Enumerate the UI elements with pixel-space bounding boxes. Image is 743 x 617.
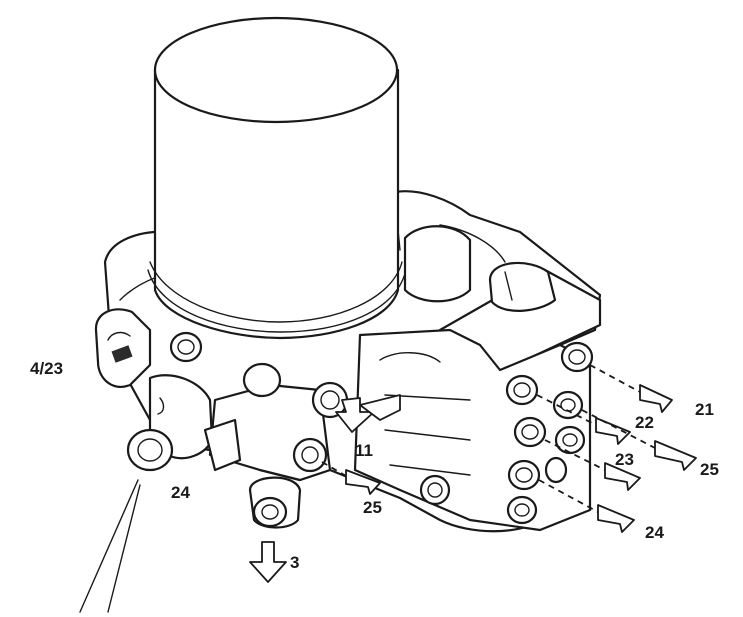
port-23-fitting (513, 416, 586, 455)
flow-arrow-21 (589, 364, 673, 413)
label-23: 23 (615, 450, 634, 469)
upper-left-port (169, 331, 203, 363)
label-22: 22 (635, 413, 654, 432)
label-24-left: 24 (171, 483, 190, 502)
label-3: 3 (290, 553, 299, 572)
label-25-lower: 25 (363, 498, 382, 517)
center-valve-blocks (203, 362, 349, 482)
circuit-valve-bank (353, 328, 592, 532)
port-21-fitting (560, 341, 594, 373)
port-22-fitting (505, 374, 584, 420)
flow-arrow-24-right (538, 479, 635, 533)
port-4-23-fitting (94, 308, 152, 388)
flow-arrow-22 (536, 394, 631, 445)
label-25-right: 25 (700, 460, 719, 479)
port-24-left-fitting (126, 374, 214, 472)
label-21: 21 (695, 400, 714, 419)
port-24-right-fitting (506, 456, 568, 525)
flow-arrow-25-right (581, 409, 697, 471)
port-3-outlet (248, 476, 302, 529)
flow-arrow-25-lower (321, 461, 381, 495)
flow-arrow-3 (249, 541, 287, 583)
dryer-cartridge (147, 16, 407, 340)
label-11: 11 (355, 441, 373, 460)
label-4-23: 4/23 (30, 359, 63, 378)
label-24-right: 24 (645, 523, 664, 542)
leader-lines-24 (79, 479, 141, 613)
flow-arrow-23 (544, 439, 641, 491)
flow-arrow-11 (335, 394, 401, 433)
